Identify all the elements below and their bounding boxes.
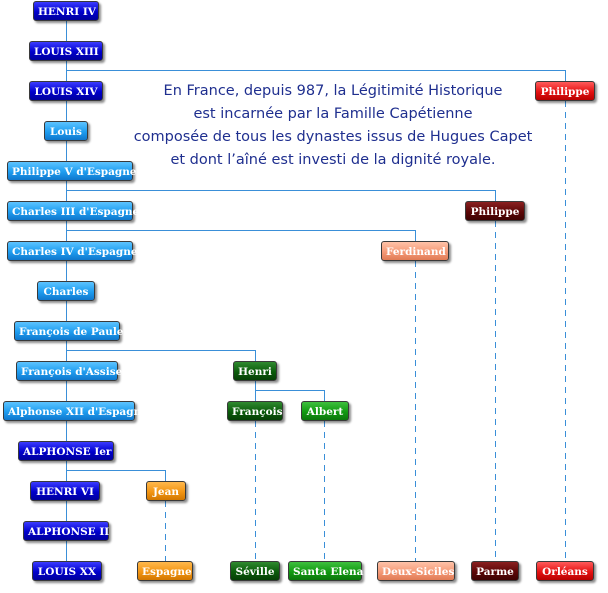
node-philippe-v[interactable]: Philippe V d'Espagne — [7, 161, 137, 181]
intro-line: est incarnée par la Famille Capétienne — [193, 106, 473, 122]
node-francois-d-assise[interactable]: François d'Assise — [16, 361, 122, 381]
node-charles-iii[interactable]: Charles III d'Espagne — [7, 201, 139, 221]
house-orleans[interactable]: Orléans — [536, 561, 594, 581]
node-francois[interactable]: François — [227, 401, 283, 421]
node-charles[interactable]: Charles — [37, 281, 95, 301]
house-espagne[interactable]: Espagne — [137, 561, 193, 581]
node-alphonse-ii[interactable]: ALPHONSE II — [23, 521, 109, 541]
house-seville[interactable]: Séville — [230, 561, 280, 581]
node-louis[interactable]: Louis — [44, 121, 88, 141]
house-parme[interactable]: Parme — [471, 561, 519, 581]
node-philippe-orleans[interactable]: Philippe — [535, 81, 595, 101]
node-henri-iv[interactable]: HENRI IV — [33, 1, 99, 21]
node-louis-xiii[interactable]: LOUIS XIII — [29, 41, 103, 61]
node-albert[interactable]: Albert — [301, 401, 349, 421]
node-henri[interactable]: Henri — [233, 361, 277, 381]
node-alphonse-xii[interactable]: Alphonse XII d'Espagne — [3, 401, 148, 421]
node-ferdinand[interactable]: Ferdinand — [381, 241, 449, 261]
house-santa-elena[interactable]: Santa Elena — [288, 561, 363, 581]
node-louis-xiv[interactable]: LOUIS XIV — [29, 81, 103, 101]
node-louis-xx[interactable]: LOUIS XX — [32, 561, 102, 581]
node-charles-iv[interactable]: Charles IV d'Espagne — [7, 241, 138, 261]
node-jean[interactable]: Jean — [146, 481, 186, 501]
node-francois-de-paule[interactable]: François de Paule — [14, 321, 124, 341]
intro-line: En France, depuis 987, la Légitimité His… — [163, 83, 503, 99]
node-henri-vi[interactable]: HENRI VI — [30, 481, 100, 501]
node-philippe-parme[interactable]: Philippe — [465, 201, 525, 221]
node-alphonse-ier[interactable]: ALPHONSE Ier — [18, 441, 114, 461]
house-deux-siciles[interactable]: Deux-Siciles — [377, 561, 455, 581]
intro-line: et dont l’aîné est investi de la dignité… — [170, 152, 496, 168]
intro-text: En France, depuis 987, la Légitimité His… — [128, 80, 538, 172]
intro-line: composée de tous les dynastes issus de H… — [133, 129, 533, 145]
